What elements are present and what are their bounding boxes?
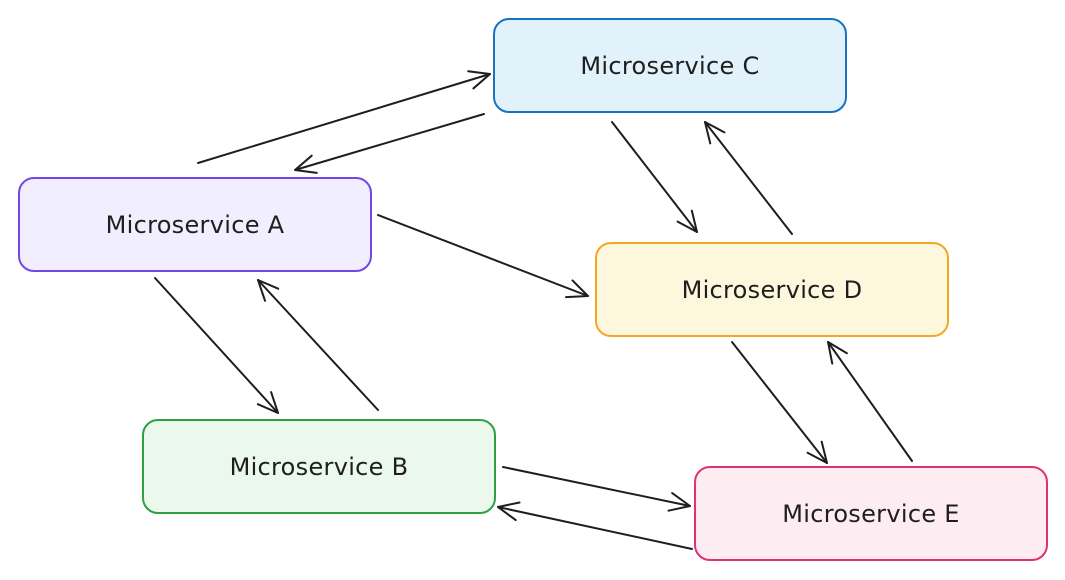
arrow-c-to-d [611,121,698,233]
arrow-d-to-e [731,341,828,464]
arrowhead [294,154,318,174]
arrow-e-to-b [497,501,693,550]
node-microservice-c[interactable]: Microservice C [493,18,847,113]
arrow-d-to-c [704,121,793,235]
arrow-line [197,73,491,164]
node-microservice-d[interactable]: Microservice D [595,242,949,337]
node-label: Microservice B [229,452,409,481]
node-microservice-a[interactable]: Microservice A [18,177,372,272]
node-microservice-b[interactable]: Microservice B [142,419,496,514]
arrowhead [806,440,828,464]
arrow-line [497,506,693,550]
arrow-line [257,279,379,411]
node-label: Microservice A [105,210,285,239]
arrowhead [827,341,848,365]
arrowhead [257,279,280,302]
arrow-e-to-d [827,341,913,462]
arrow-line [154,277,279,414]
arrow-line [294,113,485,171]
arrowhead [704,121,726,145]
arrow-line [827,341,913,462]
node-label: Microservice D [681,275,863,304]
arrow-line [731,341,828,464]
arrowhead [676,209,698,233]
arrowhead [667,492,691,512]
arrow-a-to-d [377,214,589,299]
arrow-b-to-e [502,466,691,512]
arrow-line [704,121,793,235]
arrow-b-to-a [257,279,379,411]
arrowhead [497,501,521,522]
arrow-line [377,214,589,297]
arrow-line [502,466,691,507]
arrowhead [565,279,589,299]
arrow-a-to-b [154,277,279,414]
arrow-a-to-c [197,70,491,164]
node-label: Microservice C [580,51,760,80]
node-label: Microservice E [782,499,960,528]
node-microservice-e[interactable]: Microservice E [694,466,1048,561]
arrowhead [256,391,279,414]
arrowhead [467,70,491,90]
arrow-line [611,121,698,233]
arrow-c-to-a [294,113,485,174]
